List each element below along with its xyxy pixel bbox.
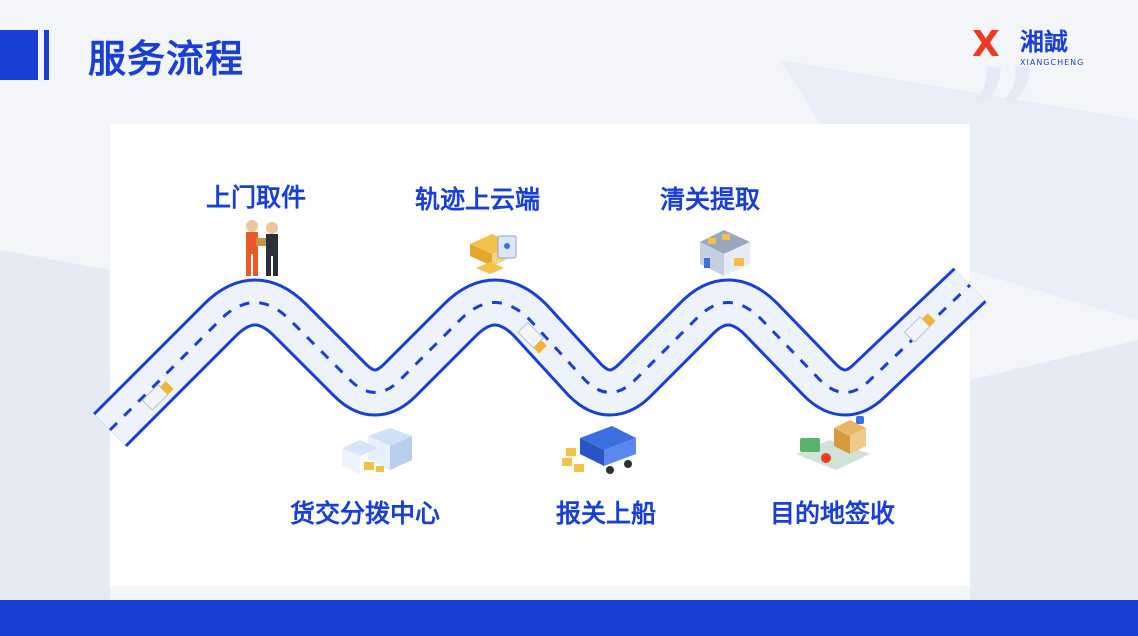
logo-mark: X xyxy=(972,24,1000,65)
title-accent-line xyxy=(44,30,49,80)
truck-icon xyxy=(517,321,547,354)
truck-icon xyxy=(141,381,174,411)
courier-handover-icon xyxy=(246,220,278,276)
title-accent-bar xyxy=(0,30,38,80)
step-label-destination: 目的地签收 xyxy=(770,499,896,528)
company-logo: X 湘誠 XIANGCHENG xyxy=(972,24,1085,74)
footer-bar xyxy=(0,600,1138,636)
step-label-cloud-tracking: 轨迹上云端 xyxy=(415,185,541,214)
page-title: 服务流程 xyxy=(88,37,245,81)
truck-icon xyxy=(903,313,936,343)
step-label-customs-shipping: 报关上船 xyxy=(556,499,657,528)
customs-clearance-icon xyxy=(700,230,750,276)
quote-mark-icon: ” xyxy=(965,38,1042,212)
destination-signoff-icon xyxy=(796,416,870,470)
step-label-clearance: 清关提取 xyxy=(660,185,761,214)
step-label-pickup: 上门取件 xyxy=(206,183,307,212)
logo-name-cn: 湘誠 xyxy=(1020,28,1068,56)
cloud-tracking-icon xyxy=(470,234,517,274)
customs-shipping-icon xyxy=(562,426,636,474)
step-label-distribution: 货交分拨中心 xyxy=(290,499,441,528)
logo-name-en: XIANGCHENG xyxy=(1020,58,1085,67)
distribution-center-icon xyxy=(342,428,412,474)
